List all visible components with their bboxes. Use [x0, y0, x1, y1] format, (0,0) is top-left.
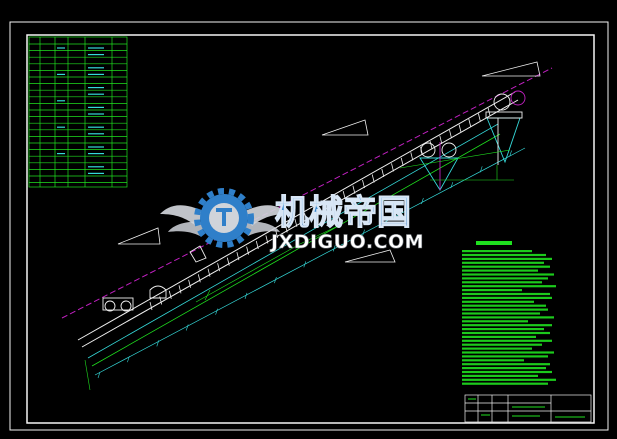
winged-gear-emblem [160, 188, 288, 248]
watermark-domain: JXDIGUO.COM [269, 231, 424, 253]
support-frame [419, 142, 459, 191]
tail-section [102, 245, 207, 312]
title-block [464, 394, 592, 423]
slope-triangles [117, 61, 541, 263]
drawing-frame [9, 21, 609, 431]
parts-list-table [28, 36, 128, 188]
watermark-brand: 机械帝国 [275, 193, 411, 233]
dimension-lines [84, 149, 514, 391]
technical-notes [462, 241, 556, 385]
head-drive-assembly [485, 90, 526, 165]
